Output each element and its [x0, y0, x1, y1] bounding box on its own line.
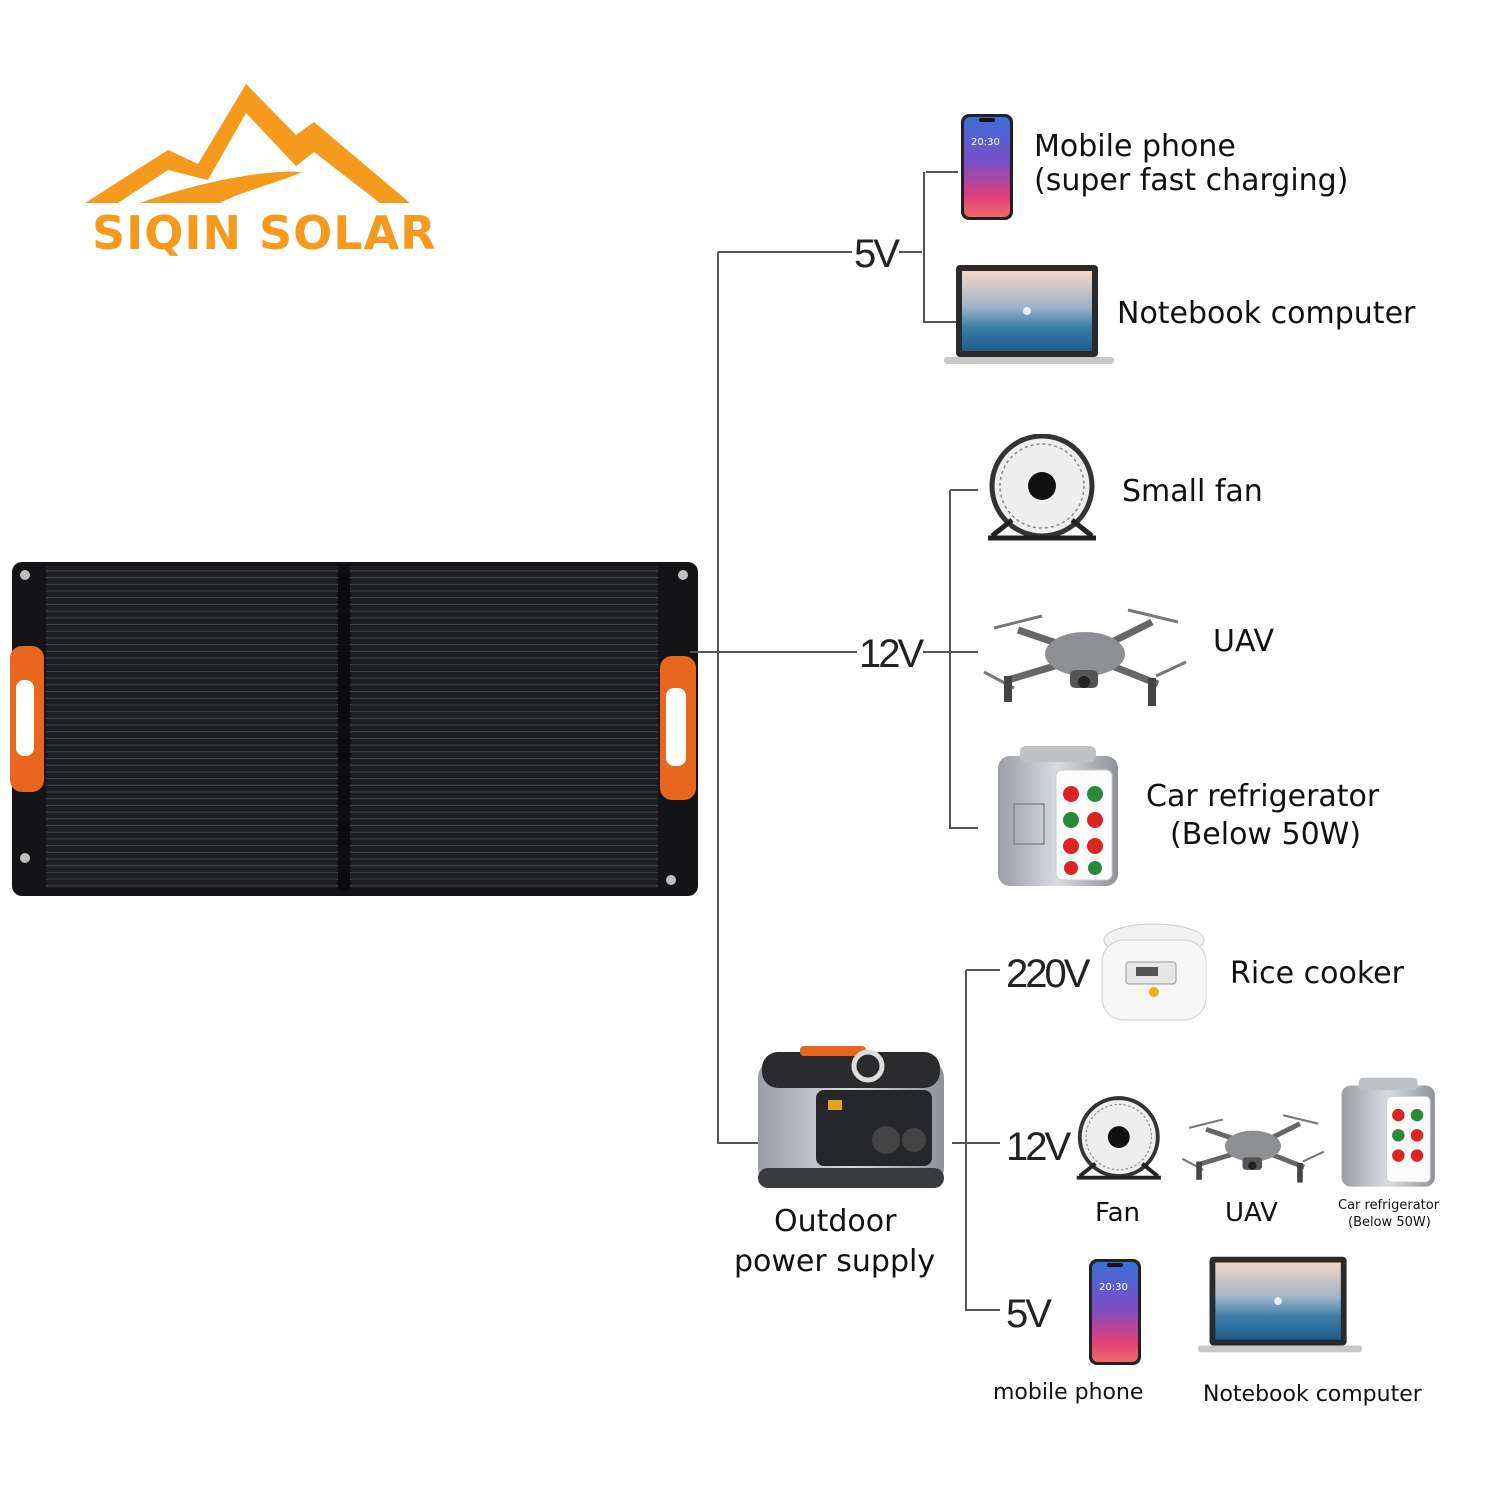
mountain-logo-icon: [85, 84, 410, 203]
car-refrigerator-icon: [998, 746, 1118, 886]
voltage-5v-output-label: 5V: [1004, 1292, 1052, 1336]
fan-icon: [988, 434, 1096, 541]
outdoor-label-1: Outdoor: [774, 1204, 897, 1239]
mobile-phone-label-2: (super fast charging): [1034, 163, 1349, 198]
svg-text:20:30: 20:30: [971, 137, 1000, 148]
outdoor-label-2: power supply: [734, 1244, 936, 1279]
notebook-computer-label: Notebook computer: [1117, 296, 1416, 331]
car-refrigerator-label-2: (Below 50W): [1170, 817, 1362, 852]
solar-panel-icon: [10, 562, 698, 896]
voltage-5v-label: 5V: [852, 232, 900, 276]
fan-icon: [1076, 1096, 1161, 1180]
mobile-phone-output-label: mobile phone: [993, 1380, 1144, 1405]
drone-icon: [983, 608, 1187, 706]
uav-output-label: UAV: [1225, 1198, 1278, 1228]
laptop-icon: [944, 265, 1114, 364]
power-station-icon: [758, 1046, 944, 1188]
mobile-phone-label-1: Mobile phone: [1034, 129, 1236, 164]
voltage-220v-label: 220V: [1004, 952, 1090, 996]
drone-icon: [1181, 1114, 1325, 1183]
mobile-phone-icon: 20:30: [1089, 1259, 1141, 1365]
laptop-icon: [1197, 1256, 1363, 1353]
notebook-computer-output-label: Notebook computer: [1203, 1382, 1422, 1407]
fan-output-label: Fan: [1095, 1198, 1140, 1228]
brand-name: SIQIN SOLAR: [92, 206, 437, 260]
rice-cooker-label: Rice cooker: [1230, 956, 1404, 991]
car-refrigerator-output-label-1: Car refrigerator: [1338, 1198, 1440, 1213]
car-refrigerator-icon: [1341, 1077, 1435, 1187]
rice-cooker-icon: [1101, 923, 1207, 1021]
svg-text:20:30: 20:30: [1099, 1282, 1128, 1293]
small-fan-label: Small fan: [1122, 474, 1263, 509]
car-refrigerator-output-label-2: (Below 50W): [1348, 1215, 1431, 1230]
voltage-12v-output-label: 12V: [1004, 1125, 1071, 1169]
mobile-phone-icon: 20:30: [961, 114, 1013, 220]
voltage-12v-label: 12V: [857, 632, 924, 676]
car-refrigerator-label-1: Car refrigerator: [1146, 779, 1380, 814]
uav-label: UAV: [1213, 624, 1275, 659]
